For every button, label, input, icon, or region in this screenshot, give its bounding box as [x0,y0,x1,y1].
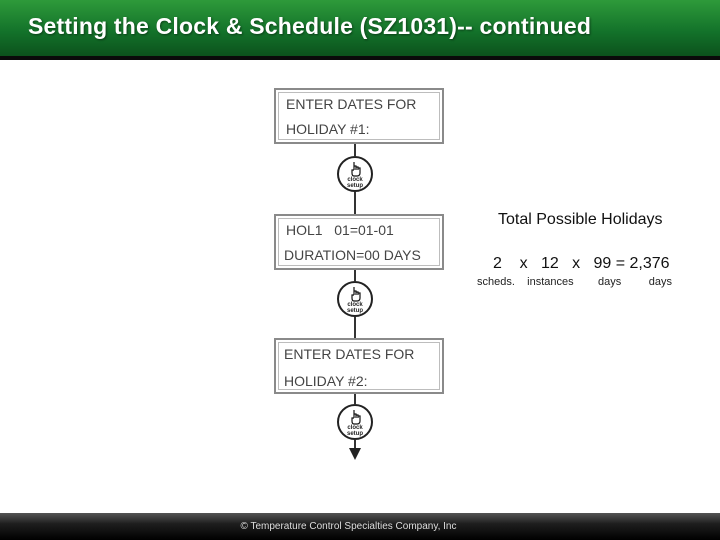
calc-units: scheds. instances days days [477,276,673,288]
footer-bar: © Temperature Control Specialties Compan… [0,513,720,540]
lcd-inner-frame [278,342,440,390]
flow-connector [354,192,356,214]
hand-pointer-icon [351,410,361,425]
button-label-clock: clock [347,302,363,308]
calc-title: Total Possible Holidays [498,211,663,228]
header-divider [0,56,720,60]
button-label-setup: setup [346,308,363,314]
hand-pointer-icon [351,287,361,302]
lcd-line-2: HOLIDAY #2: [284,373,368,389]
lcd-display-holiday-1: ENTER DATES FOR HOLIDAY #1: [274,88,444,144]
header-bar [0,0,720,58]
down-arrow-icon [349,448,361,460]
lcd-line-1: ENTER DATES FOR [284,346,415,362]
flow-connector [354,394,356,404]
clock-setup-button[interactable]: clock setup [337,281,373,317]
page-title: Setting the Clock & Schedule (SZ1031)-- … [28,13,592,39]
flow-connector [354,317,356,338]
lcd-line-1: HOL1 01=01-01 [286,222,394,238]
hand-pointer-icon [351,162,361,177]
copyright-text: © Temperature Control Specialties Compan… [240,521,457,532]
lcd-display-holiday-date: HOL1 01=01-01 DURATION=00 DAYS [274,214,444,270]
button-label-setup: setup [346,431,363,437]
lcd-line-2: DURATION=00 DAYS [284,247,421,263]
calc-expression: 2 x 12 x 99 = 2,376 [493,255,670,272]
flow-connector [354,270,356,281]
lcd-inner-frame [278,218,440,266]
lcd-line-1: ENTER DATES FOR [286,96,417,112]
lcd-inner-frame [278,92,440,140]
flow-connector [354,440,356,450]
clock-setup-button[interactable]: clock setup [337,404,373,440]
button-label-clock: clock [347,177,363,183]
button-label-clock: clock [347,425,363,431]
lcd-line-2: HOLIDAY #1: [286,121,370,137]
flow-connector [354,144,356,156]
clock-setup-button[interactable]: clock setup [337,156,373,192]
lcd-display-holiday-2: ENTER DATES FOR HOLIDAY #2: [274,338,444,394]
button-label-setup: setup [346,183,363,189]
